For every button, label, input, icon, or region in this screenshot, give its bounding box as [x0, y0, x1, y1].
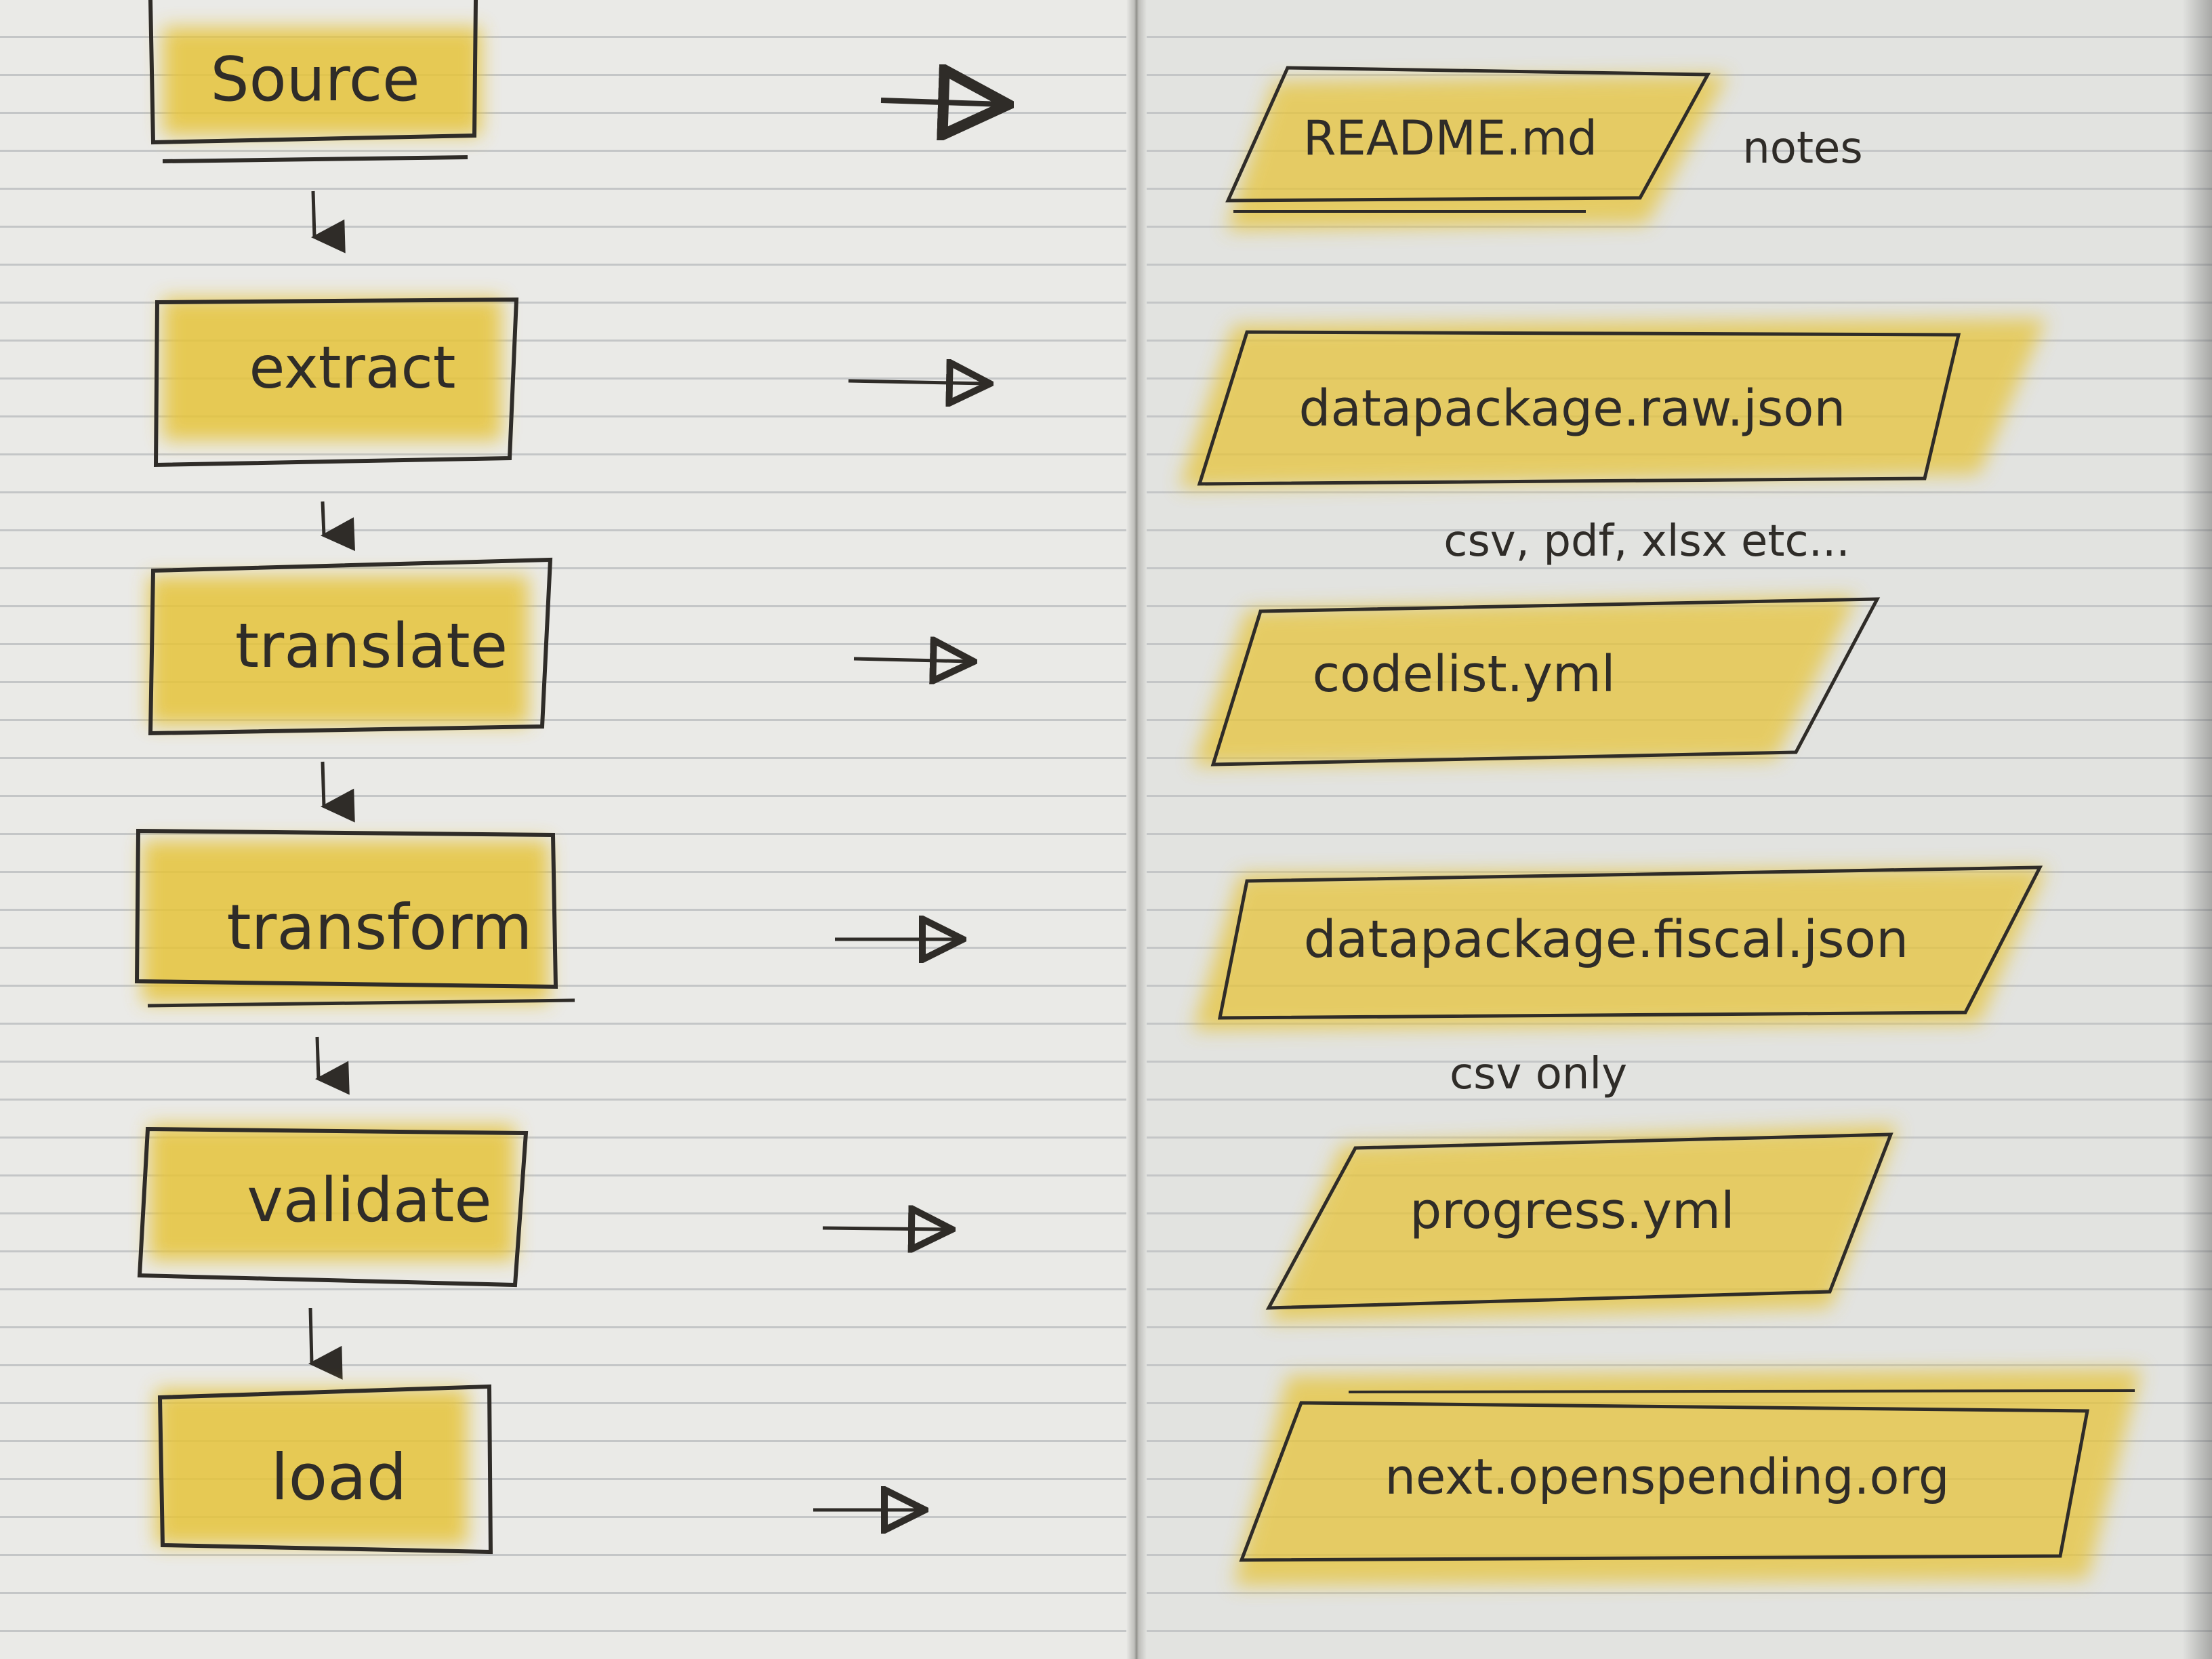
highlight-mark — [1227, 75, 1728, 230]
highlight-mark — [156, 1389, 468, 1545]
highlight-mark — [142, 840, 549, 1003]
output-label: next.openspending.org — [1385, 1448, 1949, 1505]
flow-arrow — [308, 1307, 343, 1380]
step-box-underline — [147, 998, 575, 1008]
output-box — [1225, 66, 1711, 203]
page-edge-shadow — [2182, 0, 2212, 1659]
output-datapackage-raw: datapackage.raw.json csv, pdf, xlsx etc.… — [1179, 319, 2047, 567]
highlight-mark — [1179, 319, 2047, 488]
step-box — [153, 297, 519, 468]
step-label: transform — [226, 891, 532, 964]
output-arrow — [880, 100, 1003, 104]
output-codelist: codelist.yml — [1193, 596, 1881, 766]
output-label: progress.yml — [1410, 1182, 1734, 1240]
output-label: README.md — [1303, 110, 1597, 166]
step-translate: translate — [148, 557, 553, 736]
step-box — [148, 557, 553, 736]
flow-arrow — [315, 1036, 350, 1095]
output-note: csv, pdf, xlsx etc... — [1443, 516, 1849, 567]
output-progress: progress.yml — [1265, 1125, 1898, 1322]
step-label: extract — [249, 334, 455, 402]
highlight-mark — [163, 298, 501, 441]
output-datapackage-fiscal: datapackage.fiscal.json csv only — [1193, 865, 2047, 1099]
highlight-mark — [1233, 1369, 2142, 1586]
flow-arrow — [321, 501, 355, 552]
output-label: datapackage.fiscal.json — [1304, 909, 1909, 969]
output-box-overline — [1348, 1389, 2135, 1393]
output-arrow — [848, 381, 987, 384]
step-label: load — [271, 1441, 407, 1515]
highlight-mark — [163, 27, 481, 136]
output-arrow — [853, 659, 970, 661]
highlight-mark — [149, 576, 529, 725]
highlight-mark — [1193, 596, 1857, 766]
output-box — [1239, 1401, 2090, 1562]
step-box — [137, 1126, 529, 1288]
highlight-mark — [1267, 1125, 1898, 1322]
step-source: Source — [148, 0, 481, 163]
output-box — [1217, 865, 2043, 1020]
step-validate: validate — [137, 1125, 529, 1288]
step-box-underline — [162, 155, 468, 163]
step-load: load — [156, 1384, 493, 1555]
notebook-spine — [1126, 0, 1147, 1659]
output-box — [1265, 1132, 1893, 1310]
step-label: validate — [247, 1165, 491, 1236]
left-notebook-page — [0, 0, 1130, 1659]
output-box — [1197, 330, 1961, 486]
output-readme: README.md notes — [1225, 66, 1863, 230]
step-label: Source — [210, 44, 419, 115]
output-openspending: next.openspending.org — [1233, 1369, 2142, 1586]
flow-arrow — [311, 190, 346, 253]
step-box — [157, 1384, 493, 1555]
output-box — [1210, 597, 1881, 766]
flow-arrow — [321, 761, 355, 823]
output-note: notes — [1742, 123, 1863, 173]
step-box — [148, 0, 478, 145]
step-extract: extract — [153, 297, 519, 468]
step-transform: transform — [134, 828, 575, 1008]
step-box — [134, 828, 558, 989]
highlight-mark — [149, 1125, 515, 1261]
output-note: csv only — [1450, 1049, 1627, 1099]
output-label: codelist.yml — [1312, 645, 1615, 703]
output-arrow — [822, 1228, 949, 1229]
highlight-mark — [1193, 867, 2047, 1030]
output-label: datapackage.raw.json — [1299, 380, 1846, 438]
step-label: translate — [235, 611, 508, 682]
